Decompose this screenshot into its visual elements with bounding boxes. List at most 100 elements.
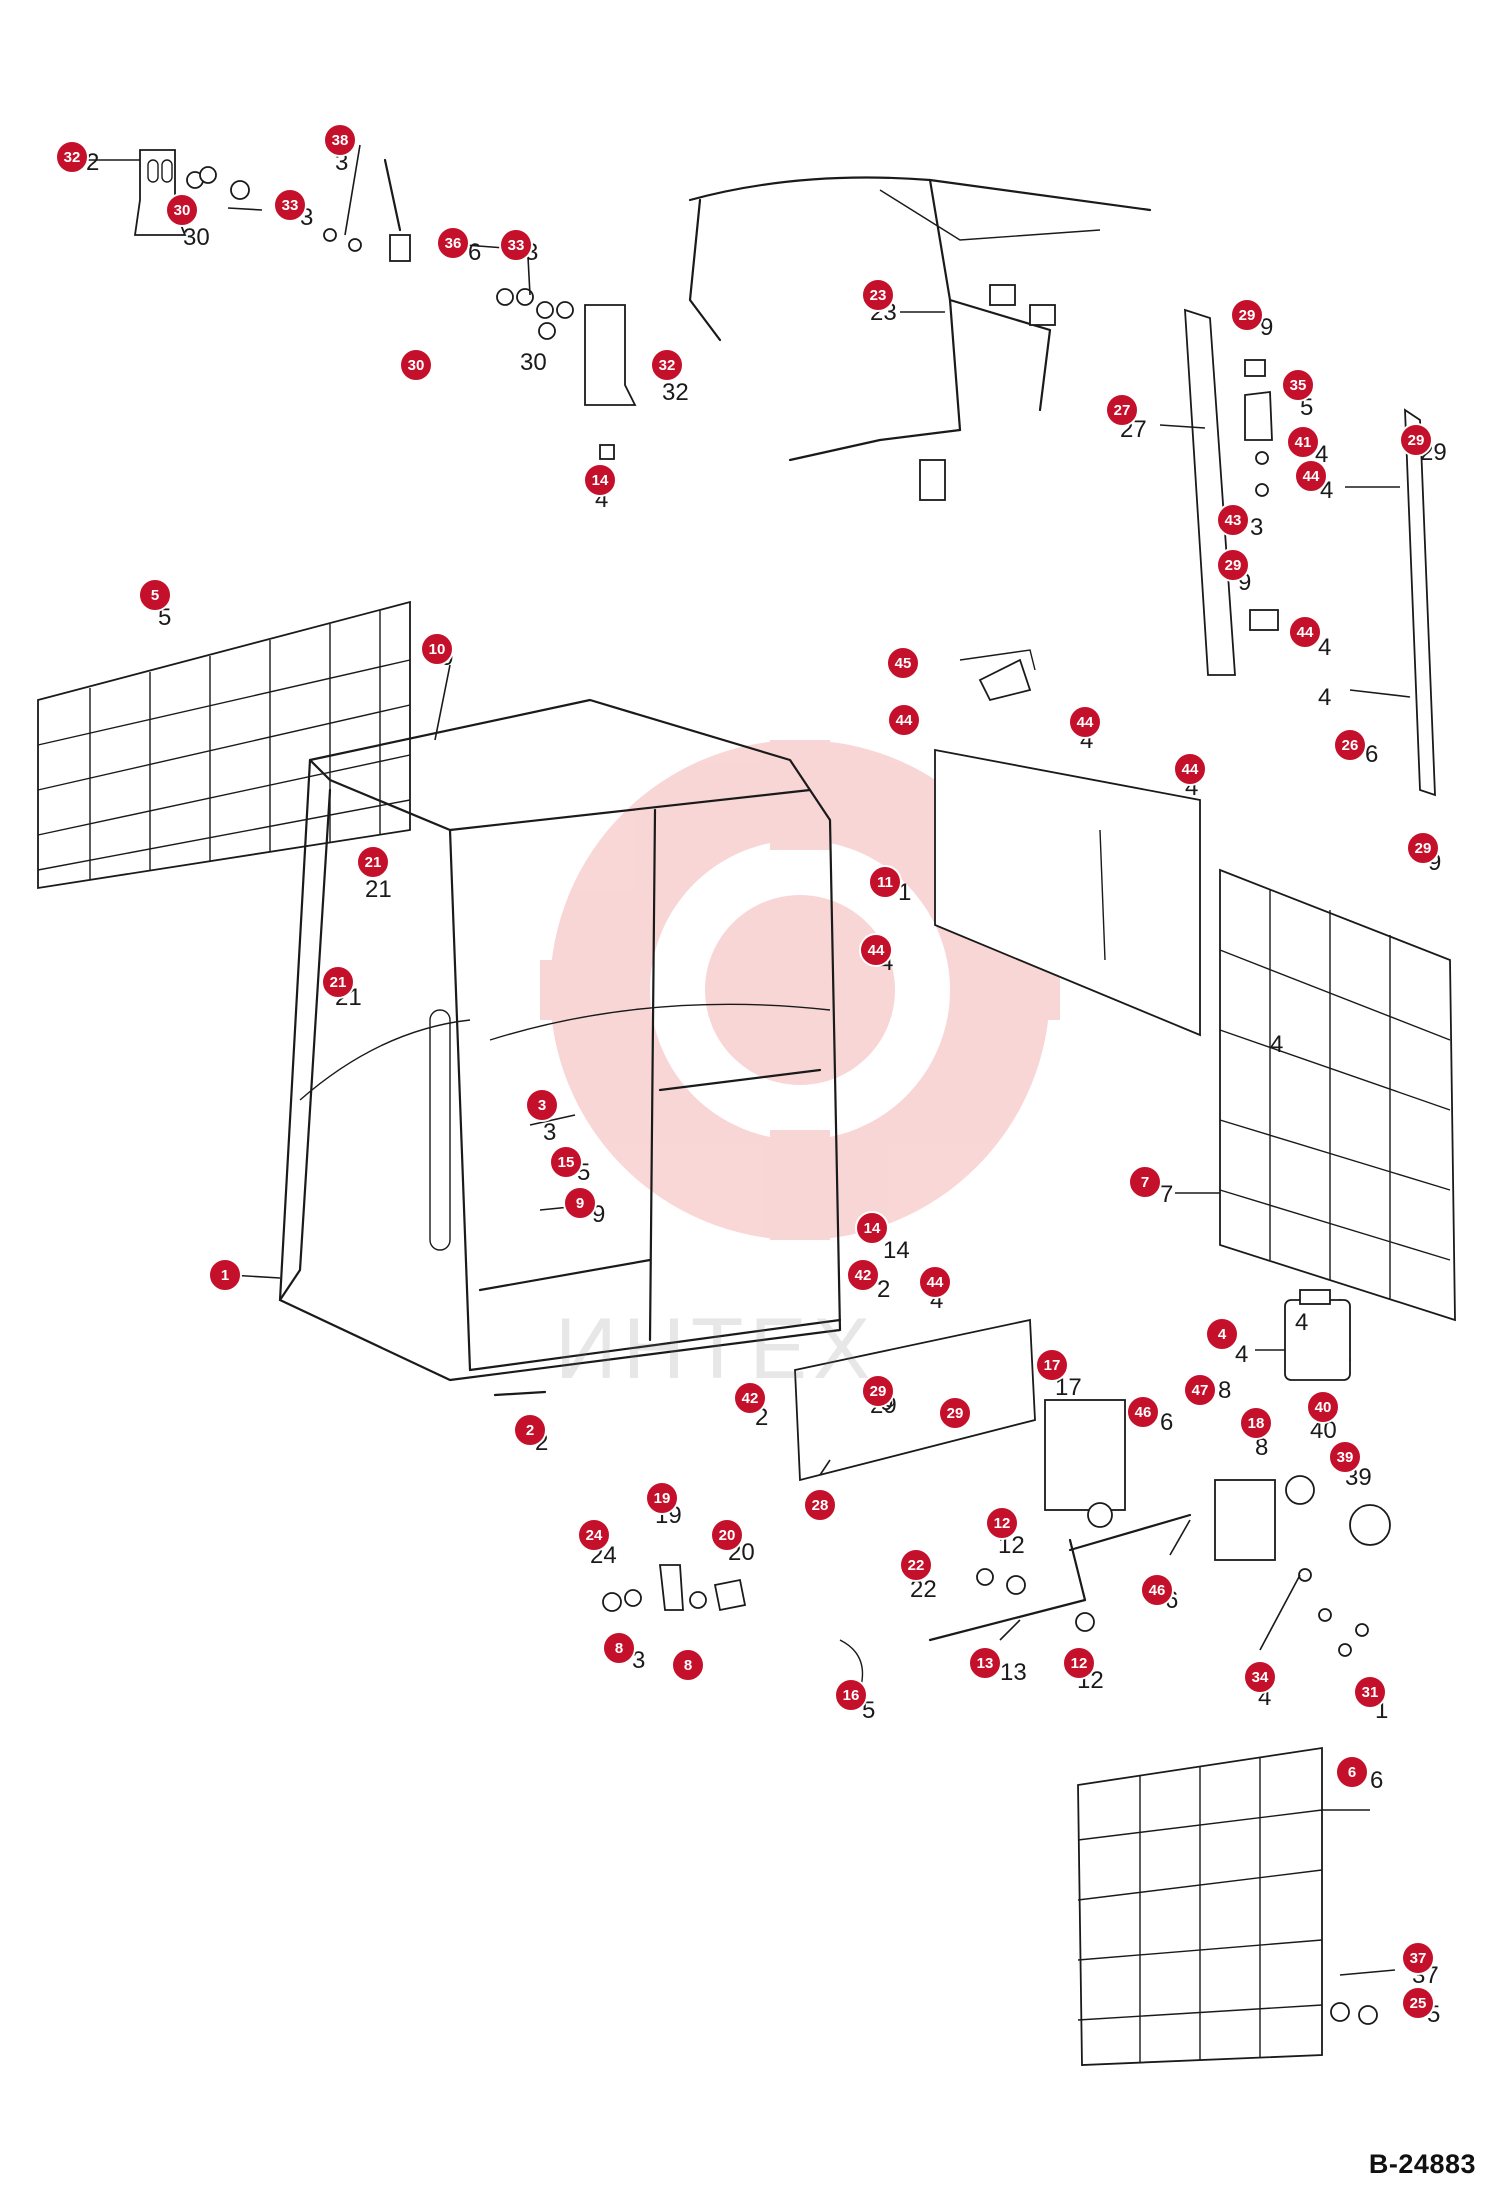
svg-text:30: 30: [174, 202, 191, 219]
svg-text:2: 2: [526, 1422, 534, 1439]
svg-text:32: 32: [659, 357, 676, 374]
svg-text:20: 20: [719, 1527, 736, 1544]
callout-7: 7: [1128, 1165, 1162, 1199]
svg-text:44: 44: [1297, 624, 1314, 641]
svg-text:38: 38: [332, 132, 349, 149]
callout-23: 23: [861, 278, 895, 312]
svg-text:6: 6: [1348, 1764, 1356, 1781]
svg-text:22: 22: [908, 1557, 925, 1574]
callout-29: 29: [861, 1374, 895, 1408]
svg-text:30: 30: [408, 357, 425, 374]
svg-text:44: 44: [896, 712, 913, 729]
svg-text:45: 45: [895, 655, 912, 672]
svg-text:13: 13: [977, 1655, 994, 1672]
watermark-text: ИНТЕХ: [555, 1301, 877, 1397]
callout-35: 35: [1281, 368, 1315, 402]
roof-liner-panel: [37, 600, 411, 890]
svg-text:18: 18: [1248, 1415, 1265, 1432]
callout-14: 14: [855, 1211, 889, 1245]
label-21a: 21: [365, 876, 392, 903]
callout-44: 44: [1288, 615, 1322, 649]
label-6c: 6: [1160, 1409, 1173, 1436]
svg-text:26: 26: [1342, 737, 1359, 754]
side-wall-liner: [1219, 868, 1456, 1322]
callout-45: 45: [886, 646, 920, 680]
callout-2: 2: [513, 1413, 547, 1447]
leader-lines: [80, 144, 1411, 1976]
svg-text:12: 12: [994, 1515, 1011, 1532]
svg-text:29: 29: [1408, 432, 1425, 449]
svg-text:29: 29: [947, 1405, 964, 1422]
svg-text:15: 15: [558, 1154, 575, 1171]
callout-19: 19: [645, 1481, 679, 1515]
label-3e: 3: [543, 1119, 556, 1146]
label-6: 6: [468, 239, 481, 266]
watermark-logo: [540, 740, 1060, 1240]
callout-1: 1: [208, 1258, 242, 1292]
callout-40: 40: [1306, 1390, 1340, 1424]
svg-text:44: 44: [1182, 761, 1199, 778]
label-30a: 30: [183, 224, 210, 251]
washer-bottle: [1284, 1289, 1351, 1381]
callout-6: 6: [1335, 1755, 1369, 1789]
callout-21: 21: [356, 845, 390, 879]
callout-47: 47: [1183, 1373, 1217, 1407]
callout-30: 30: [165, 193, 199, 227]
svg-text:21: 21: [330, 974, 347, 991]
callout-44: 44: [859, 933, 893, 967]
upper-brackets: [133, 149, 637, 460]
callout-12: 12: [1062, 1646, 1096, 1680]
svg-text:43: 43: [1225, 512, 1242, 529]
svg-text:33: 33: [282, 197, 299, 214]
callout-39: 39: [1328, 1440, 1362, 1474]
svg-text:16: 16: [843, 1687, 860, 1704]
callout-4: 4: [1205, 1317, 1239, 1351]
callout-22: 22: [899, 1548, 933, 1582]
callout-29: 29: [1230, 298, 1264, 332]
callout-44: 44: [887, 703, 921, 737]
svg-text:21: 21: [365, 854, 382, 871]
callout-41: 41: [1286, 425, 1320, 459]
label-3f: 3: [632, 1647, 645, 1674]
callout-42: 42: [846, 1258, 880, 1292]
svg-text:5: 5: [151, 587, 159, 604]
callout-27: 27: [1105, 393, 1139, 427]
svg-text:44: 44: [1077, 714, 1094, 731]
label-6b: 6: [1365, 741, 1378, 768]
rear-wall-liner: [1077, 1746, 1378, 2066]
svg-text:23: 23: [870, 287, 887, 304]
svg-text:8: 8: [684, 1657, 692, 1674]
label-8a: 8: [1218, 1377, 1231, 1404]
svg-text:46: 46: [1135, 1404, 1152, 1421]
callout-32: 32: [650, 348, 684, 382]
svg-text:28: 28: [812, 1497, 829, 1514]
svg-text:42: 42: [855, 1267, 872, 1284]
callout-5: 5: [138, 578, 172, 612]
svg-text:39: 39: [1337, 1449, 1354, 1466]
svg-text:32: 32: [64, 149, 81, 166]
callout-21: 21: [321, 965, 355, 999]
svg-text:10: 10: [429, 641, 446, 658]
label-3d: 3: [1250, 514, 1263, 541]
cab-frame: [278, 698, 842, 1382]
callout-44: 44: [918, 1265, 952, 1299]
callout-44: 44: [1173, 752, 1207, 786]
callout-20: 20: [710, 1518, 744, 1552]
svg-text:37: 37: [1410, 1950, 1427, 1967]
svg-text:29: 29: [870, 1383, 887, 1400]
rear-trim-panel: [934, 649, 1201, 1037]
label-13: 13: [1000, 1659, 1027, 1686]
callout-12: 12: [985, 1506, 1019, 1540]
callout-29: 29: [1399, 423, 1433, 457]
label-32: 32: [662, 379, 689, 406]
svg-text:24: 24: [586, 1527, 603, 1544]
label-6e: 6: [1370, 1767, 1383, 1794]
svg-text:4: 4: [1218, 1326, 1227, 1343]
svg-text:3: 3: [538, 1097, 546, 1114]
label-7: 7: [1160, 1181, 1173, 1208]
svg-text:11: 11: [877, 874, 893, 891]
label-8b: 8: [1255, 1434, 1268, 1461]
svg-text:17: 17: [1044, 1357, 1061, 1374]
svg-text:40: 40: [1315, 1399, 1332, 1416]
